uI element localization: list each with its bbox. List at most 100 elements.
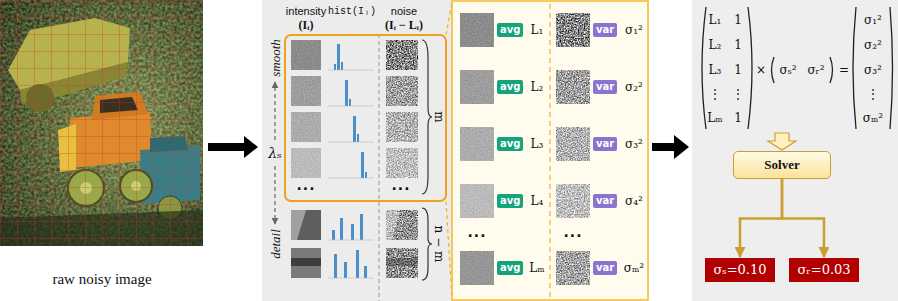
histogram-axis <box>328 106 374 107</box>
math-symbol: σₘ² <box>624 262 644 274</box>
bracket <box>890 7 893 129</box>
label-text: ⋮ <box>867 87 879 101</box>
noise-patch <box>556 184 590 218</box>
noise-ground <box>386 112 418 142</box>
math-symbol: σ₁² <box>625 24 643 36</box>
intensity-patch <box>291 112 321 142</box>
noisy-photo <box>0 0 203 246</box>
patch-edge <box>291 210 306 240</box>
node-text: avg <box>500 81 520 93</box>
intensity-patch <box>460 70 494 104</box>
intensity-patch <box>291 248 321 278</box>
image-caption: raw noisy image <box>52 271 151 288</box>
result-box: σᵣ=0.03 <box>789 258 858 282</box>
histogram-axis <box>328 278 374 279</box>
noise-patch <box>386 76 418 106</box>
noise-ground <box>386 210 418 240</box>
patch-noise <box>460 251 494 285</box>
histogram-bar <box>364 266 367 278</box>
column-header: noise <box>391 5 417 17</box>
column-formula: (Iᵢ) <box>299 18 314 33</box>
var-badge: var <box>593 23 617 37</box>
noise-patch <box>556 127 590 161</box>
histogram-bar <box>357 134 359 142</box>
column-formula: (Iᵢ − Lᵢ) <box>385 18 423 33</box>
histogram-bar <box>360 214 363 240</box>
red-grid <box>0 0 203 246</box>
histogram-bar <box>365 172 367 178</box>
solver-box: Solver <box>733 151 830 179</box>
label-text: noise <box>391 5 417 17</box>
node-text: var <box>596 81 614 93</box>
intensity-patch <box>460 184 494 218</box>
patch-noise <box>460 184 494 218</box>
connector <box>782 179 824 257</box>
label-text: σ₄² <box>625 194 643 208</box>
noise-patch <box>556 70 590 104</box>
axis-arrow <box>274 166 275 224</box>
axis-symbol: λₛ <box>268 145 282 161</box>
photo-noise <box>0 0 203 246</box>
label-text: n − m <box>432 226 446 263</box>
label-text: ··· <box>468 228 487 244</box>
noise-structure <box>386 258 418 266</box>
axis-arrow <box>274 82 275 140</box>
label-text: σ₁² <box>625 23 643 37</box>
selection-box <box>285 35 446 201</box>
histogram-axis <box>328 178 374 179</box>
label-text: L₃ <box>531 137 544 151</box>
histogram-bar <box>337 44 340 70</box>
label-text: σᵣ² <box>807 63 824 77</box>
label-text: detail <box>268 229 283 259</box>
math-symbol: × <box>756 64 766 76</box>
column-divider <box>549 4 550 297</box>
label-text: L₂ <box>531 80 544 94</box>
label-text: Lₘ <box>707 111 722 125</box>
label-text: (Iᵢ) <box>299 18 314 32</box>
label-text: σₘ² <box>863 111 883 125</box>
bracket <box>830 57 833 83</box>
math-symbol: σₛ² <box>779 64 796 76</box>
patch-panel <box>262 0 452 301</box>
histogram-bar <box>345 80 348 106</box>
detail-patches <box>291 210 418 278</box>
histogram-bar <box>351 224 354 240</box>
bracket <box>853 7 856 129</box>
intensity-patch <box>460 127 494 161</box>
label-text: × <box>756 63 766 77</box>
connector <box>740 179 782 257</box>
label-text: 1 <box>734 13 742 27</box>
ellipsis: ··· <box>392 181 411 197</box>
block-arrow <box>208 136 258 158</box>
histogram-bar <box>349 99 351 106</box>
math-symbol: L₁ <box>531 24 544 36</box>
label-text: λₛ <box>268 145 282 161</box>
label-text: L₄ <box>531 194 544 208</box>
zoom-line <box>446 201 452 299</box>
label-text: σ₂² <box>864 38 882 52</box>
zoom-patches <box>460 13 590 285</box>
axis-label: smooth <box>269 39 282 77</box>
ellipsis: ··· <box>468 228 487 244</box>
bracket <box>702 7 706 129</box>
patch-noise <box>291 76 321 106</box>
noise-patch <box>386 248 418 278</box>
node-text: avg <box>500 138 520 150</box>
label-text: ⋮ <box>709 87 721 101</box>
intensity-patch <box>291 76 321 106</box>
math-symbol: L₂ <box>709 39 722 51</box>
avg-badge: avg <box>497 80 523 94</box>
label-text: smooth <box>268 39 283 77</box>
math-symbol: σ₁² <box>864 14 882 26</box>
histogram-bar <box>361 152 364 178</box>
node-text: var <box>596 138 614 150</box>
label-text: σ₁² <box>864 13 882 27</box>
math-symbol: 1 <box>734 64 742 76</box>
bracket <box>772 57 775 83</box>
label-text: 1 <box>734 63 742 77</box>
column-header: hist(Iᵢ) <box>328 6 376 17</box>
math-symbol: Lₘ <box>529 262 544 274</box>
label-text: L₁ <box>531 23 544 37</box>
histogram-bar <box>340 218 343 240</box>
